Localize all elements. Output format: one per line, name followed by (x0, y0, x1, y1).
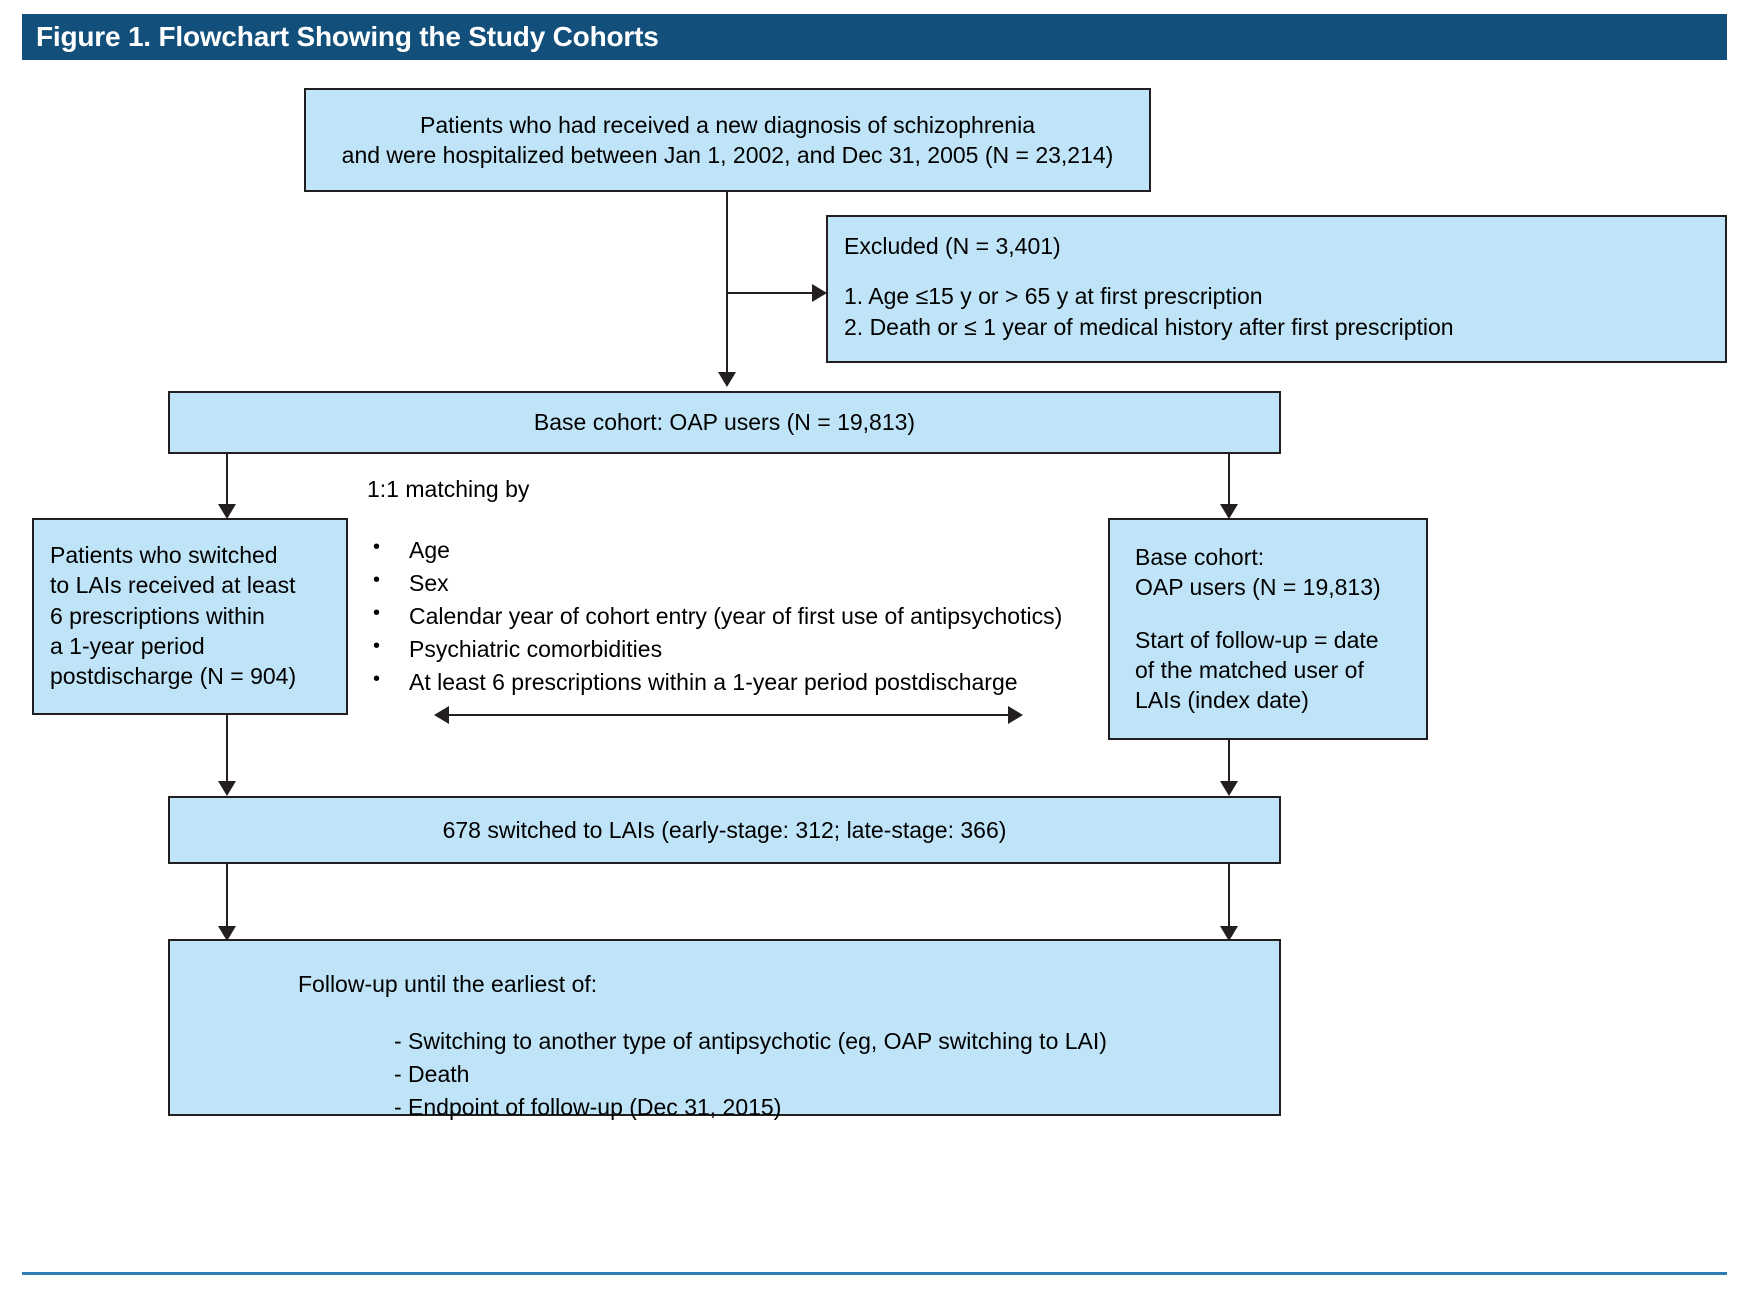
box-follow-up: Follow-up until the earliest of: - Switc… (168, 939, 1281, 1120)
matched-base-cohort-line-3: Start of follow-up = date (1135, 626, 1379, 653)
connector-source-to-base (726, 192, 728, 372)
arrow-result-to-followup-right (1220, 926, 1238, 941)
follow-up-endpoints-list: - Switching to another type of antipsych… (394, 1025, 1263, 1123)
box-source-cohort: Patients who had received a new diagnosi… (304, 88, 1151, 192)
lai-switchers-line-5: postdischarge (N = 904) (50, 663, 297, 690)
matched-base-cohort-line-2: OAP users (N = 19,813) (1135, 574, 1381, 601)
arrow-matched-cohort-to-result (1220, 781, 1238, 796)
matched-base-cohort-spacer (1135, 603, 1410, 625)
box-switched-result: 678 switched to LAIs (early-stage: 312; … (168, 796, 1281, 864)
box-matched-base-cohort: Base cohort: OAP users (N = 19,813) Star… (1108, 518, 1428, 740)
connector-result-to-followup-right (1228, 864, 1230, 926)
follow-up-heading: Follow-up until the earliest of: (298, 971, 598, 997)
matching-criterion-sex: Sex (367, 566, 1062, 600)
box-excluded: Excluded (N = 3,401) 1. Age ≤15 y or > 6… (826, 215, 1727, 363)
source-cohort-line-2: and were hospitalized between Jan 1, 200… (341, 142, 1114, 168)
matched-base-cohort-line-4: of the matched user of (1135, 657, 1364, 684)
lai-switchers-line-1: Patients who switched (50, 542, 278, 568)
connector-result-to-followup-left (226, 864, 228, 926)
box-base-cohort: Base cohort: OAP users (N = 19,813) (168, 391, 1281, 454)
excluded-item-1: 1. Age ≤15 y or > 65 y at first prescrip… (844, 283, 1263, 310)
arrow-base-to-matched-cohort (1220, 504, 1238, 519)
connector-lai-switchers-to-result (226, 715, 228, 781)
arrow-lai-switchers-to-result (218, 781, 236, 796)
matching-criterion-prescriptions: At least 6 prescriptions within a 1-year… (367, 665, 1062, 699)
matching-criterion-psychiatric-comorbidities: Psychiatric comorbidities (367, 632, 1062, 666)
matching-double-arrow-head-left (434, 706, 449, 724)
connector-base-to-matched-cohort (1228, 454, 1230, 504)
matching-criterion-age: Age (367, 533, 1062, 567)
excluded-item-2: 2. Death or ≤ 1 year of medical history … (844, 313, 1454, 340)
follow-up-endpoint-2: - Death (394, 1061, 470, 1088)
base-cohort-label: Base cohort: OAP users (N = 19,813) (533, 409, 916, 436)
matching-criterion-calendar-year: Calendar year of cohort entry (year of f… (367, 599, 1062, 633)
matching-heading: 1:1 matching by (367, 476, 530, 502)
matched-base-cohort-line-1: Base cohort: (1135, 544, 1265, 570)
box-source-cohort-text: Patients who had received a new diagnosi… (306, 110, 1149, 171)
matching-double-arrow-line (444, 714, 1012, 716)
matching-criteria-list: Age Sex Calendar year of cohort entry (y… (367, 533, 1062, 700)
matched-base-cohort-line-5: LAIs (index date) (1135, 687, 1309, 714)
arrow-result-to-followup-left (218, 926, 236, 941)
figure-title: Figure 1. Flowchart Showing the Study Co… (36, 21, 659, 52)
arrow-source-to-excluded (812, 284, 827, 302)
lai-switchers-line-4: a 1-year period (50, 633, 205, 660)
source-cohort-line-1: Patients who had received a new diagnosi… (420, 111, 1035, 138)
lai-switchers-line-3: 6 prescriptions within (50, 602, 265, 629)
matching-double-arrow-head-right (1008, 706, 1023, 724)
figure-bottom-rule (22, 1272, 1727, 1275)
box-lai-switchers: Patients who switched to LAIs received a… (32, 518, 348, 715)
switched-result-label: 678 switched to LAIs (early-stage: 312; … (442, 816, 1007, 843)
arrow-base-to-lai-switchers (218, 504, 236, 519)
connector-source-to-excluded (726, 292, 818, 294)
excluded-heading: Excluded (N = 3,401) (844, 233, 1061, 259)
figure-title-bar: Figure 1. Flowchart Showing the Study Co… (22, 14, 1727, 60)
follow-up-endpoint-3: - Endpoint of follow-up (Dec 31, 2015) (394, 1093, 782, 1120)
connector-base-to-lai-switchers (226, 454, 228, 504)
follow-up-endpoint-1: - Switching to another type of antipsych… (394, 1028, 1107, 1055)
lai-switchers-line-2: to LAIs received at least (50, 572, 296, 599)
connector-matched-cohort-to-result (1228, 740, 1230, 781)
arrow-source-to-base (718, 372, 736, 387)
